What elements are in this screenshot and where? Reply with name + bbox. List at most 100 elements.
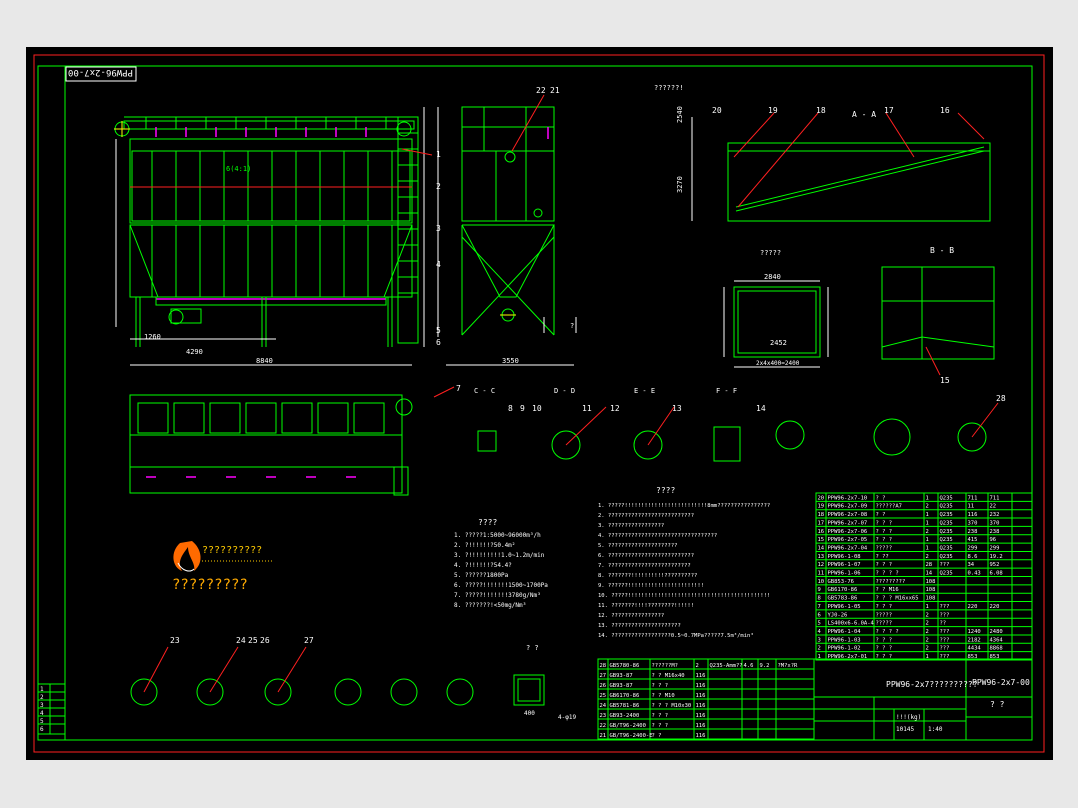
bom-cell: GB6170-86 — [610, 693, 640, 699]
svg-text:14. ??????????????????0.5~0.7M: 14. ??????????????????0.5~0.7MPa?????7.5… — [598, 632, 754, 639]
bom-cell: Q235 — [940, 537, 953, 543]
svg-text:1. ?????1:5000~96000m³/h: 1. ?????1:5000~96000m³/h — [454, 532, 541, 539]
bom-cell: 27 — [600, 673, 607, 679]
bom-cell: 15 — [818, 537, 825, 543]
bom-cell: PPW96-2x7-08 — [828, 512, 868, 518]
bom-cell: 238 — [968, 529, 978, 535]
bom-cell: 4434 — [968, 646, 982, 652]
svg-text:5. ?????????????????????: 5. ????????????????????? — [598, 543, 677, 549]
bom-cell: 21 — [600, 733, 607, 739]
bom-cell: 415 — [968, 537, 978, 543]
bom-cell: 299 — [990, 545, 1000, 551]
bom-cell: Q235 — [940, 512, 953, 518]
svg-text:6. ??????????????????????????: 6. ?????????????????????????? — [598, 553, 694, 559]
balloon-leaders — [143, 94, 999, 693]
svg-text:E - E: E - E — [634, 387, 655, 395]
svg-text:? ?: ? ? — [526, 644, 539, 652]
bom-cell: 8868 — [990, 646, 1003, 652]
bom-cell: 370 — [968, 520, 978, 526]
bom-cell: 116 — [696, 703, 706, 709]
dim-3550: 3550 — [502, 357, 519, 365]
bom-cell: PPW96-2x7-10 — [828, 495, 868, 501]
bom-cell: ? ? ? ? — [876, 571, 899, 577]
svg-text:2452: 2452 — [770, 339, 787, 347]
svg-text:2. ??????????????????????????: 2. ?????????????????????????? — [598, 513, 694, 519]
bom-cell: 1 — [926, 604, 929, 610]
svg-text:3: 3 — [436, 224, 441, 233]
revision-row: 5 — [40, 718, 44, 725]
bom-cell: ? ? ? ? — [876, 629, 899, 635]
bom-cell: 5 — [818, 621, 821, 627]
bom-cell: 1 — [926, 495, 929, 501]
bom-cell: PPW96-1-07 — [828, 562, 861, 568]
bom-cell: 4.6 — [744, 663, 754, 669]
bom-cell: GB/T96-2400 — [610, 723, 646, 729]
svg-text:13: 13 — [672, 404, 682, 413]
bom-cell: ??????A7 — [876, 504, 903, 510]
bom-cell: GB/T96-2400-E — [610, 733, 653, 739]
bom-cell: 2 — [818, 646, 821, 652]
svg-text:7. ?????????????????????????: 7. ????????????????????????? — [598, 563, 691, 569]
bom-cell: GB853-76 — [828, 579, 855, 585]
title-scale: 1:40 — [928, 726, 943, 733]
svg-text:4-φ19: 4-φ19 — [558, 714, 576, 721]
bom-cell: 116 — [696, 683, 706, 689]
bom-cell: 6 — [818, 612, 821, 618]
bom-cell: GB93-87 — [610, 683, 633, 689]
bom-cell: 22 — [600, 723, 607, 729]
bom-cell: 11 — [968, 504, 975, 510]
bom-cell: ? ? — [876, 512, 886, 518]
bom-cell: 220 — [990, 604, 1000, 610]
revision-row: 1 — [40, 686, 44, 693]
inner-frame — [37, 65, 1033, 741]
svg-text:3270: 3270 — [676, 176, 684, 193]
bom-cell: 2480 — [990, 629, 1003, 635]
bom-cell: 2 — [926, 504, 929, 510]
revision-row: 6 — [40, 726, 44, 733]
svg-text:????: ???? — [656, 486, 675, 495]
svg-text:21: 21 — [550, 86, 560, 95]
bom-cell: PPW96-1-02 — [828, 646, 861, 652]
bom-cell: 116 — [696, 693, 706, 699]
svg-text:3. ?????????????????: 3. ????????????????? — [598, 523, 664, 529]
bom-cell: PPW96-1-03 — [828, 637, 861, 643]
bom-cell: ? ?? — [876, 554, 889, 560]
side-view: 3550 ? — [437, 106, 577, 366]
tech-requirements: ???? 1. ?????!!!!!!!!!!!!!!!!!!!!!!!!!8m… — [598, 486, 770, 639]
bom-cell: Q235 — [940, 545, 953, 551]
bom-cell: PPW96-2x7-04 — [828, 545, 868, 551]
bom-cell: PPW96-1-06 — [828, 571, 861, 577]
bom-cell: ??? — [940, 637, 950, 643]
bom-cell: 24 — [600, 703, 607, 709]
bom-cell: 19 — [818, 504, 825, 510]
section-b-b: B - B — [881, 246, 995, 360]
bom-cell: ??????M? — [652, 663, 679, 669]
title-mark: !!!(kg) — [896, 714, 921, 721]
bom-cell: 20 — [818, 495, 825, 501]
bom-cell: 2 — [926, 629, 929, 635]
bom-cell: PPW96-2x7-09 — [828, 504, 868, 510]
bom-cell: 238 — [990, 529, 1000, 535]
bom-cell: 220 — [968, 604, 978, 610]
bom-cell: 2 — [696, 663, 699, 669]
bom-cell: ? ? ? — [876, 520, 893, 526]
bom-cell: ??? — [940, 646, 950, 652]
bom-cell: ? ? ? — [652, 683, 669, 689]
svg-text:25: 25 — [248, 636, 258, 645]
svg-text:8: 8 — [508, 404, 513, 413]
bom-cell: 952 — [990, 562, 1000, 568]
svg-text:F - F: F - F — [716, 387, 737, 395]
bom-cell: PPW96-2x7-01 — [828, 654, 868, 660]
bom-cell: Q235 — [940, 520, 953, 526]
bom-cell: ? ? ? — [876, 537, 893, 543]
bom-cell: 3 — [818, 637, 821, 643]
svg-text:15: 15 — [940, 376, 950, 385]
bom-cell: 10 — [818, 579, 825, 585]
bom-cell: 11 — [818, 571, 825, 577]
bom-cell: 853 — [968, 654, 978, 660]
bom-cell: 2 — [926, 637, 929, 643]
svg-text:B - B: B - B — [930, 246, 954, 255]
bom-cell: 1 — [926, 545, 929, 551]
